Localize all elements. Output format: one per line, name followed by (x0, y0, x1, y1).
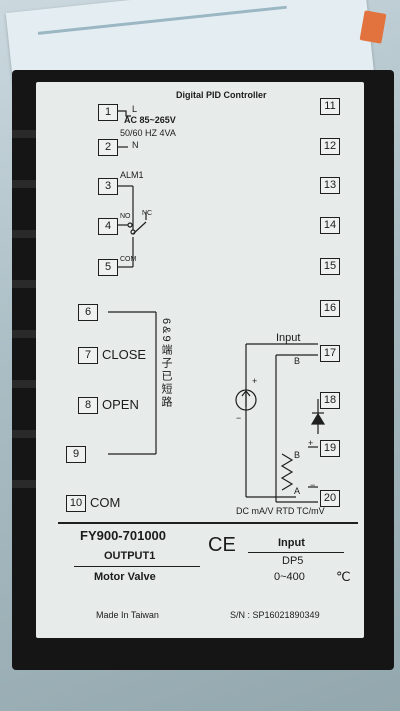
input-spec-range: 0~400 (274, 571, 305, 583)
terminal-17: 17 (320, 345, 340, 362)
tc-minus: − (310, 480, 316, 490)
input-b-mid: B (294, 450, 301, 460)
open-label: OPEN (102, 397, 139, 412)
heatsink-fin (12, 330, 44, 338)
terminal-16: 16 (320, 300, 340, 317)
terminal-7: 7 (78, 347, 98, 364)
terminal-13: 13 (320, 177, 340, 194)
alarm-label: ALM1 (120, 170, 144, 180)
input-b-top: B (294, 356, 301, 366)
terminal-11: 11 (320, 98, 340, 115)
terminal-4: 4 (98, 218, 118, 235)
terminal-15: 15 (320, 258, 340, 275)
serial-number: S/N : SP16021890349 (230, 610, 320, 620)
origin-text: Made In Taiwan (96, 610, 159, 620)
power-l: L (132, 104, 138, 114)
power-voltage: AC 85~265V (124, 115, 176, 125)
terminal-19: 19 (320, 440, 340, 457)
output-type: Motor Valve (94, 571, 156, 583)
terminal-14: 14 (320, 217, 340, 234)
input-spec-unit: ℃ (336, 569, 351, 584)
spec-underline (248, 552, 344, 554)
terminal-8: 8 (78, 397, 98, 414)
wiring-lines (108, 110, 326, 503)
paper-stripe (37, 5, 287, 35)
tc-plus: + (308, 438, 314, 448)
terminal-6: 6 (78, 304, 98, 321)
input-title: Input (276, 332, 301, 344)
heatsink-fin (12, 230, 44, 238)
input-spec-dp: DP5 (282, 555, 304, 567)
heatsink-fin (12, 380, 44, 388)
input-spec-title: Input (278, 537, 305, 549)
close-label: CLOSE (102, 347, 147, 362)
input-plus: + (252, 376, 258, 386)
terminal-3: 3 (98, 178, 118, 195)
short-circuit-note: 6&9端子已短路 (160, 318, 172, 409)
terminal-5: 5 (98, 259, 118, 276)
model-number: FY900-701000 (80, 528, 167, 543)
label-title: Digital PID Controller (176, 90, 267, 100)
terminal-20: 20 (320, 490, 340, 507)
input-minus: − (236, 413, 242, 423)
output-name: OUTPUT1 (104, 550, 156, 562)
ce-mark: CE (208, 534, 236, 556)
terminal-9: 9 (66, 446, 86, 463)
terminal-18: 18 (320, 392, 340, 409)
power-frequency: 50/60 HZ 4VA (120, 128, 176, 138)
heatsink-fin (12, 430, 44, 438)
alarm-com: COM (120, 256, 137, 263)
heatsink-fin (12, 480, 44, 488)
heatsink-fin (12, 130, 44, 138)
terminal-10: 10 (66, 495, 86, 512)
wiring-label: Digital PID Controller 1 2 3 4 5 6 7 8 9… (36, 82, 364, 638)
model-underline (74, 566, 200, 568)
heatsink-fin (12, 280, 44, 288)
terminal-2: 2 (98, 139, 118, 156)
heatsink-fin (12, 180, 44, 188)
com-label: COM (90, 495, 121, 510)
terminal-12: 12 (320, 138, 340, 155)
separator (58, 522, 358, 524)
terminal-1: 1 (98, 104, 118, 121)
alarm-nc: NC (142, 210, 153, 217)
alarm-no: NO (120, 213, 131, 220)
power-n: N (132, 140, 139, 150)
input-a: A (294, 486, 301, 496)
input-types: DC mA/V RTD TC/mV (236, 506, 325, 516)
